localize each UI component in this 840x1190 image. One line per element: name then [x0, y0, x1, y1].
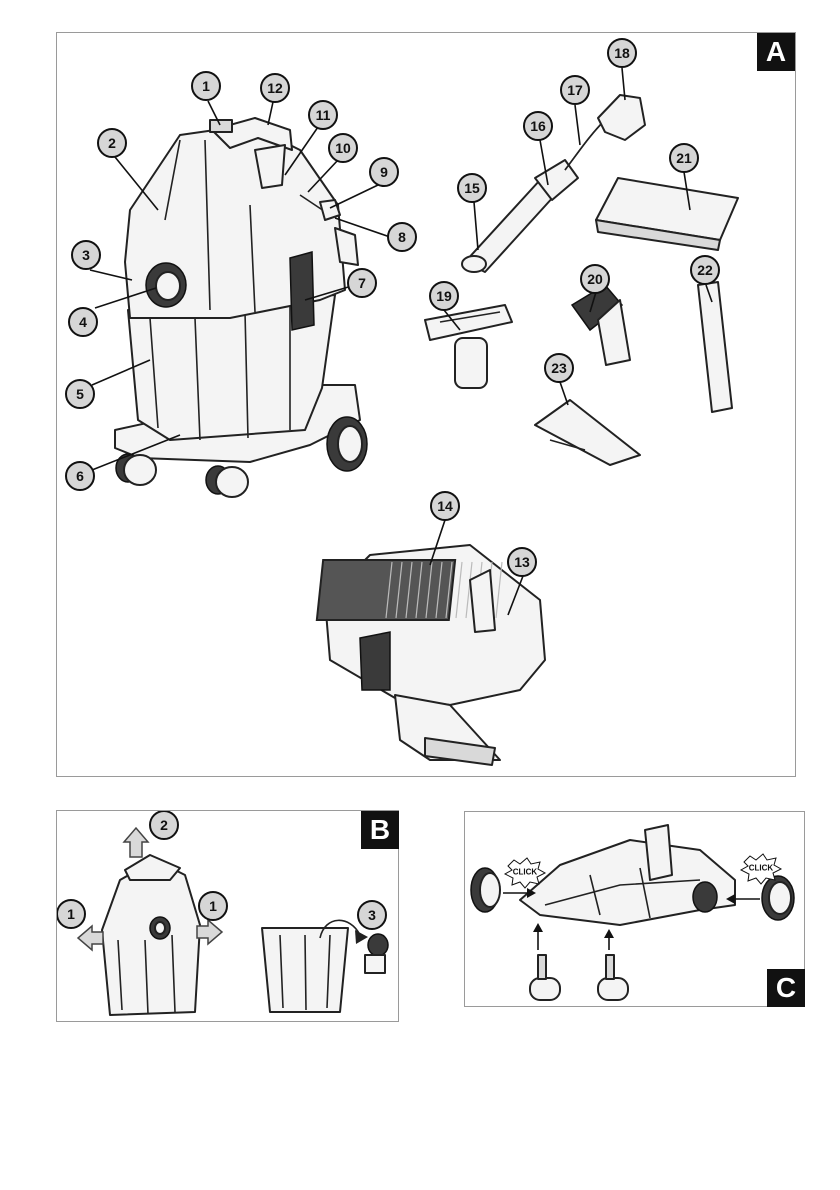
callout-10: 10 — [329, 134, 357, 162]
crevice-nozzle-illustration — [698, 282, 732, 412]
panel-c: C — [464, 811, 805, 1007]
callout-22: 22 — [691, 256, 719, 284]
svg-text:11: 11 — [316, 107, 331, 123]
svg-text:22: 22 — [697, 262, 713, 278]
callout-21: 21 — [670, 144, 698, 172]
callout-8: 8 — [388, 223, 416, 251]
adapter-illustration — [535, 400, 640, 465]
svg-text:17: 17 — [567, 82, 583, 98]
floor-nozzle-illustration — [596, 178, 738, 250]
callout-3: 3 — [72, 241, 100, 269]
svg-text:15: 15 — [464, 180, 480, 196]
callout-13: 13 — [508, 548, 536, 576]
callout-1: 1 — [192, 72, 220, 100]
callout-19: 19 — [430, 282, 458, 310]
svg-text:21: 21 — [676, 150, 692, 166]
callout-6: 6 — [66, 462, 94, 490]
svg-text:8: 8 — [398, 229, 406, 245]
callout-14: 14 — [431, 492, 459, 520]
callout-20: 20 — [581, 265, 609, 293]
svg-text:5: 5 — [76, 386, 84, 402]
svg-text:12: 12 — [267, 80, 283, 96]
callout-15: 15 — [458, 174, 486, 202]
callout-18: 18 — [608, 39, 636, 67]
callout-23: 23 — [545, 354, 573, 382]
svg-text:20: 20 — [587, 271, 603, 287]
callout-5: 5 — [66, 380, 94, 408]
callout-16: 16 — [524, 112, 552, 140]
callout-7: 7 — [348, 269, 376, 297]
svg-text:10: 10 — [335, 140, 351, 156]
svg-text:18: 18 — [614, 45, 630, 61]
callout-11: 11 — [309, 101, 337, 129]
svg-text:16: 16 — [530, 118, 546, 134]
svg-text:9: 9 — [380, 164, 388, 180]
svg-text:3: 3 — [82, 247, 90, 263]
svg-text:13: 13 — [514, 554, 530, 570]
panel-c-tag: C — [767, 969, 805, 1007]
svg-text:14: 14 — [437, 498, 453, 514]
filter-assembly-illustration — [317, 545, 545, 765]
svg-text:2: 2 — [108, 135, 116, 151]
svg-text:1: 1 — [202, 78, 210, 94]
svg-text:6: 6 — [76, 468, 84, 484]
upholstery-nozzle-illustration — [425, 305, 512, 388]
svg-text:19: 19 — [436, 288, 452, 304]
panel-b-tag: B — [361, 811, 399, 849]
svg-text:23: 23 — [551, 360, 567, 376]
callout-4: 4 — [69, 308, 97, 336]
brush-nozzle-illustration — [572, 285, 630, 365]
svg-text:7: 7 — [358, 275, 366, 291]
callout-2: 2 — [98, 129, 126, 157]
svg-text:4: 4 — [79, 314, 87, 330]
vacuum-cleaner-illustration — [115, 118, 367, 497]
panel-b: B — [56, 810, 399, 1022]
callout-17: 17 — [561, 76, 589, 104]
callout-9: 9 — [370, 158, 398, 186]
callout-12: 12 — [261, 74, 289, 102]
